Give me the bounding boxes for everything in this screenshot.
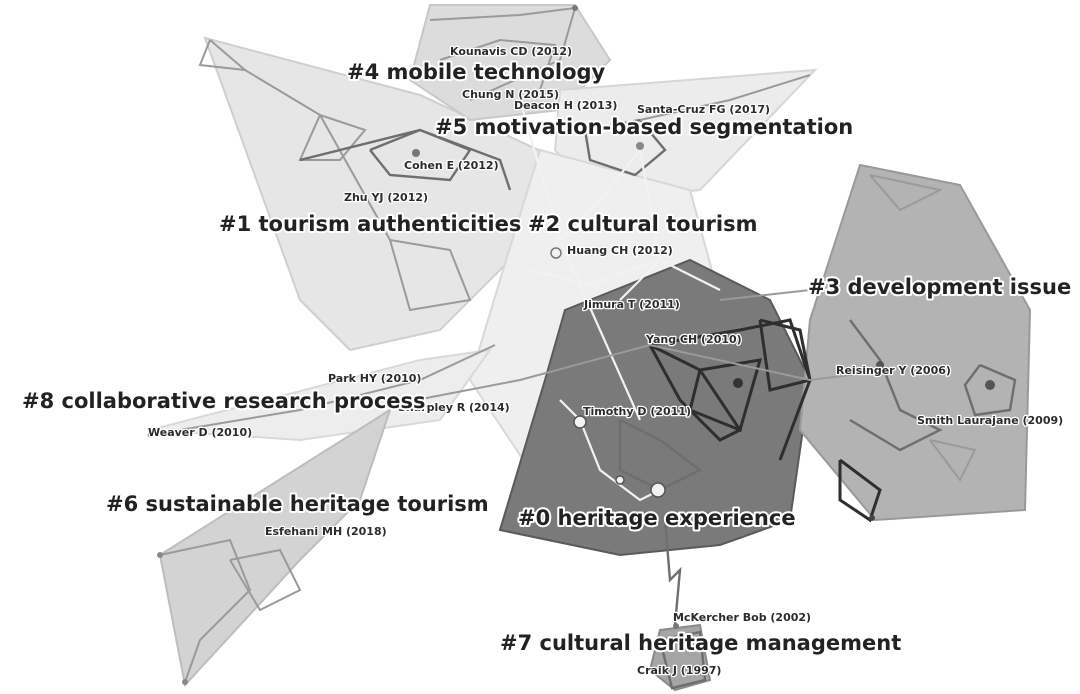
node [985, 380, 995, 390]
node [392, 399, 398, 405]
author-label: Jimura T (2011) [583, 298, 680, 311]
author-label: Weaver D (2010) [148, 426, 252, 439]
author-label: Chung N (2015) [462, 88, 559, 101]
edge-c3-b [849, 319, 943, 452]
edge-c0-a [649, 318, 812, 461]
author-label: Craik J (1997) [637, 664, 721, 677]
edge-c3-c [963, 363, 1017, 417]
edge-x-b [719, 289, 811, 301]
node [650, 482, 666, 498]
cluster-label-7: #7 cultural heritage management [500, 631, 901, 655]
edge-c0-e [618, 418, 703, 492]
cluster-label-5: #5 motivation-based segmentation [435, 115, 853, 139]
edge-x-a [389, 343, 891, 406]
cluster-label-8: #8 collaborative research process [22, 389, 426, 413]
edge-c2-c [518, 99, 642, 421]
node [412, 149, 420, 157]
cluster-labels: #4 mobile technology #5 motivation-based… [20, 58, 1073, 657]
author-label: Zhu YJ (2012) [344, 191, 428, 204]
edge-c0-f [559, 399, 661, 502]
edge-c1-c [389, 239, 472, 312]
edge-c7-b [658, 630, 707, 690]
edge-c1-a [198, 39, 249, 72]
cluster-label-1: #1 tourism authenticities [219, 212, 521, 236]
cluster-label-6: #6 sustainable heritage tourism [106, 492, 489, 516]
cluster-hull-0 [498, 258, 812, 557]
author-label: Santa-Cruz FG (2017) [637, 103, 770, 116]
edge-c5-b [639, 74, 811, 121]
node [733, 378, 743, 388]
author-label: Timothy D (2011) [583, 405, 691, 418]
author-labels: Kounavis CD (2012) Chung N (2015) Deacon… [147, 44, 1065, 679]
node [636, 142, 644, 150]
node [157, 552, 163, 558]
edge-c1-b [298, 114, 367, 161]
network-nodes [147, 5, 995, 685]
network-edges [149, 6, 1017, 690]
edge-c8-a [149, 344, 496, 436]
author-label: McKercher Bob (2002) [673, 611, 811, 624]
edge-c6-a [159, 538, 252, 683]
author-label: Esfehani MH (2018) [265, 525, 387, 538]
cluster-label-4: #4 mobile technology [347, 60, 606, 84]
edge-c7-a [663, 519, 682, 626]
cluster-label-0: #0 heritage experience [518, 506, 796, 530]
author-label: Park HY (2010) [328, 372, 421, 385]
cluster-hull-8 [149, 348, 493, 442]
author-label: Sharpley R (2014) [398, 401, 510, 414]
node [573, 415, 587, 429]
edge-c4-b [439, 38, 557, 91]
cluster-label-3: #3 development issue [808, 275, 1071, 299]
edge-c2-b [529, 258, 721, 291]
cluster-hulls [149, 4, 1032, 692]
author-label: Reisinger Y (2006) [836, 364, 951, 377]
node [550, 247, 562, 259]
edge-c1-f [299, 128, 512, 191]
cluster-hull-6 [158, 407, 392, 688]
author-label: Deacon H (2013) [514, 99, 617, 112]
cluster-hull-1 [203, 36, 562, 352]
node [876, 361, 884, 369]
cluster-hull-3 [798, 163, 1032, 522]
author-label: Smith Laurajane (2009) [917, 414, 1063, 427]
edge-c6-b [229, 548, 302, 612]
edge-c1-e [369, 128, 472, 182]
node [572, 5, 578, 11]
author-label: Cohen E (2012) [404, 159, 499, 172]
node [673, 623, 679, 629]
node [615, 475, 625, 485]
cluster-label-2: #2 cultural tourism [528, 212, 758, 236]
edge-c0-c [648, 343, 743, 442]
node [869, 515, 875, 521]
edge-c5-a [583, 118, 667, 177]
cluster-hull-7 [648, 623, 712, 692]
node [182, 679, 188, 685]
author-label: Kounavis CD (2012) [450, 45, 572, 58]
edge-c1-d [244, 69, 391, 241]
author-label: Yang CH (2010) [645, 333, 742, 346]
edge-c3-e [929, 439, 977, 482]
node [147, 432, 153, 438]
author-label: Huang CH (2012) [567, 244, 673, 257]
edge-c3-a [869, 174, 943, 212]
